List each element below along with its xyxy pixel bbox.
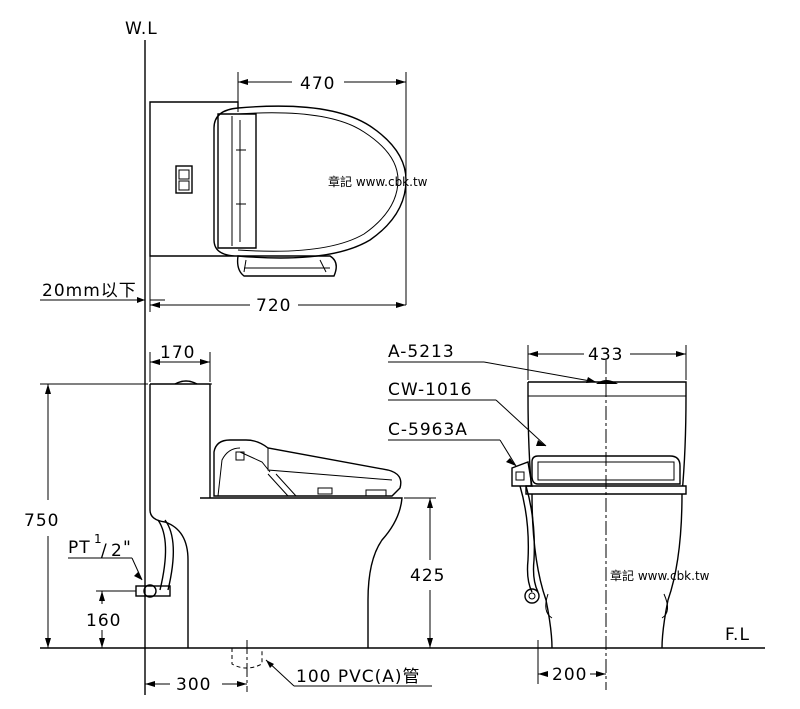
dim-total-height (40, 383, 148, 648)
part-tank-label: CW-1016 (388, 380, 472, 400)
supply-callout-num: 1 (94, 532, 102, 546)
drain-callout (265, 659, 432, 687)
dim-bowl-height-label: 425 (410, 566, 445, 586)
watermark-front: 章記 www.cbk.tw (610, 568, 710, 583)
dim-tank-width (527, 345, 687, 380)
dim-wall-gap (40, 255, 165, 312)
wall-line-label: W.L (125, 19, 158, 39)
part-seat-label: C-5963A (388, 420, 468, 440)
supply-callout-den: 2 (111, 541, 123, 561)
drain-callout-label: 100 PVC(A)管 (296, 667, 421, 687)
dim-total-depth-label: 720 (256, 296, 291, 316)
dim-wall-gap-label: 20mm以下 (42, 281, 137, 301)
supply-callout-suffix: " (123, 538, 132, 558)
supply-callout (68, 557, 143, 581)
dim-bowl-height (404, 497, 436, 648)
dim-seat-width (237, 72, 407, 176)
dim-total-height-label: 750 (24, 511, 59, 531)
dim-supply-height (96, 590, 136, 648)
dim-drain-offset (537, 640, 606, 684)
watermark-top: 章記 www.cbk.tw (328, 174, 428, 189)
dim-total-depth (150, 184, 407, 308)
dim-tank-depth-label: 170 (160, 343, 195, 363)
top-view (149, 101, 407, 277)
dim-supply-height-label: 160 (86, 611, 121, 631)
dim-tank-width-label: 433 (588, 345, 623, 365)
dim-drain-offset-label: 200 (552, 665, 587, 685)
dim-rough-in (145, 640, 248, 692)
supply-callout-prefix: PT (68, 538, 91, 558)
part-flush-button-label: A-5213 (388, 342, 455, 362)
side-view (135, 380, 403, 669)
supply-callout-slash: / (101, 541, 108, 561)
dim-seat-width-label: 470 (300, 74, 335, 94)
dim-rough-in-label: 300 (176, 675, 211, 695)
part-callout-lines (388, 361, 597, 467)
dim-tank-depth (149, 352, 211, 382)
floor-line-label: F.L (725, 625, 750, 645)
front-view (511, 360, 687, 690)
